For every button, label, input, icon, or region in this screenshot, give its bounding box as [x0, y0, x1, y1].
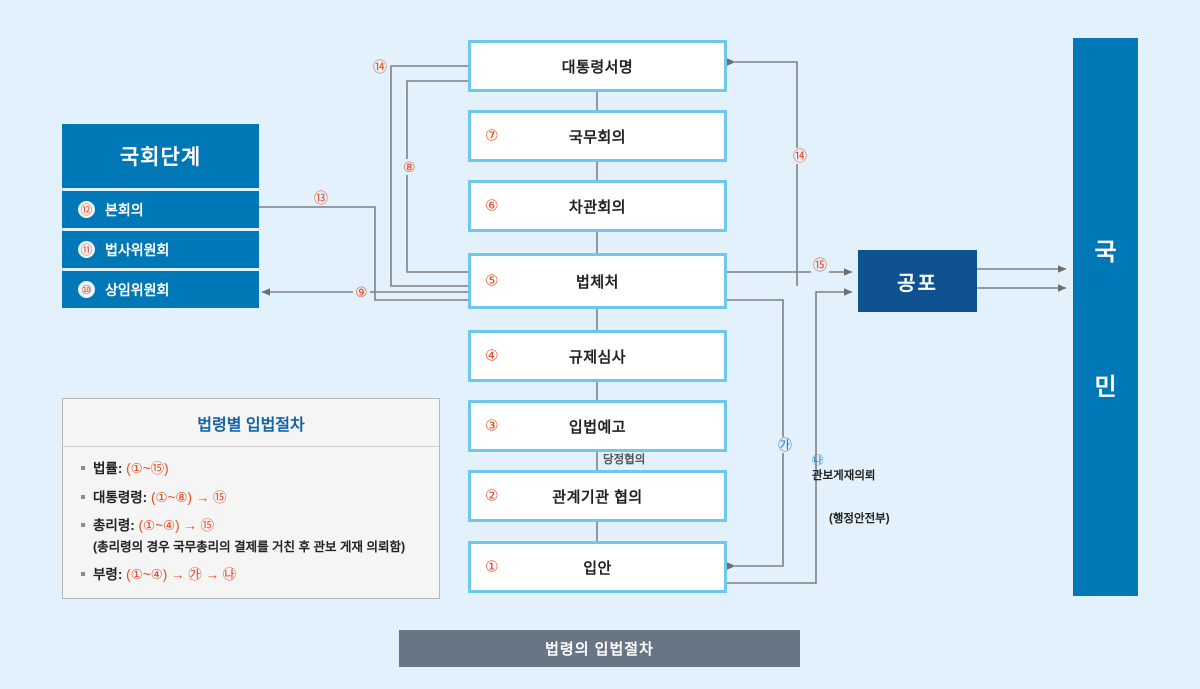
promulgation-box[interactable]: 공포: [858, 250, 977, 312]
process-box-label: 관계기관 협의: [552, 488, 643, 506]
step-number-4: ④: [485, 347, 499, 365]
people-char-2: 민: [1094, 374, 1117, 401]
legend-item-name: 대통령령:: [93, 489, 148, 505]
process-box-agency-consultation[interactable]: ② 관계기관 협의: [468, 470, 727, 522]
assembly-stage-title: 국회단계: [62, 124, 259, 188]
process-box-legislation-ministry[interactable]: ⑤ 법체처: [468, 253, 727, 309]
gazette-note-line2: (행정안전부): [829, 512, 890, 525]
process-box-presidential-signature[interactable]: 대통령서명: [468, 40, 727, 92]
step-number-2: ②: [485, 487, 499, 505]
step-number-3: ③: [485, 417, 499, 435]
process-box-regulation-review[interactable]: ④ 규제심사: [468, 330, 727, 382]
step-number-6: ⑥: [485, 197, 499, 215]
edge-label-14-left: ⑭: [371, 59, 389, 75]
legend-item-subnote: (총리령의 경우 국무총리의 결제를 거친 후 관보 게재 의뢰함): [93, 539, 406, 554]
diagram-caption: 법령의 입법절차: [399, 630, 800, 667]
assembly-row-beopsawiwonhoe[interactable]: ⑪ 법사위원회: [62, 231, 259, 268]
assembly-row-label: 상임위원회: [105, 281, 170, 298]
process-box-label: 법체처: [576, 273, 619, 291]
marker-na: ㉯: [812, 455, 824, 468]
step-number-11: ⑪: [78, 241, 95, 258]
legend-title: 법령별 입법절차: [63, 399, 439, 447]
assembly-row-bonhoeui[interactable]: ⑫ 본회의: [62, 191, 259, 228]
edge-label-ga: ㉮: [776, 437, 794, 453]
diagram-caption-label: 법령의 입법절차: [545, 641, 654, 658]
process-box-label: 규제심사: [568, 348, 627, 366]
step-number-1: ①: [485, 558, 499, 576]
process-box-drafting[interactable]: ① 입안: [468, 541, 727, 593]
process-box-label: 차관회의: [568, 198, 627, 216]
legend-item-name: 부령:: [93, 566, 123, 582]
people-bar: 국 민: [1073, 38, 1138, 596]
gazette-request-note: ㉯ 관보게재의뢰 (행정안전부): [812, 440, 890, 526]
process-box-label: 국무회의: [568, 128, 627, 146]
legend-item-body: (①~④) → ㉮ → ㉯: [126, 566, 237, 582]
assembly-row-label: 법사위원회: [105, 241, 170, 258]
edge-label-15: ⑮: [811, 257, 829, 273]
legend-item-law: 법률: (①~⑮): [81, 459, 439, 479]
legend-panel: 법령별 입법절차 법률: (①~⑮) 대통령령: (①~⑧) → ⑮ 총리령: …: [62, 398, 440, 600]
legend-item-name: 법률:: [93, 461, 123, 476]
legend-item-body: (①~⑮): [126, 461, 169, 476]
process-box-legislative-notice[interactable]: ③ 입법예고: [468, 400, 727, 452]
process-box-vice-minister-meeting[interactable]: ⑥ 차관회의: [468, 180, 727, 232]
gazette-note-line1: 관보게재의뢰: [812, 469, 876, 482]
process-box-label: 입법예고: [568, 418, 627, 436]
edge-label-14-right: ⑭: [791, 148, 809, 164]
process-box-label: 대통령서명: [561, 58, 634, 76]
edge-label-9: ⑨: [353, 284, 370, 300]
edge-label-8: ⑧: [401, 159, 418, 175]
legend-item-name: 총리령:: [93, 518, 135, 534]
edge-label-party-government-consultation: 당정협의: [601, 454, 648, 468]
process-box-label: 입안: [583, 559, 612, 577]
legend-list: 법률: (①~⑮) 대통령령: (①~⑧) → ⑮ 총리령: (①~④) → ⑮…: [63, 447, 439, 598]
step-number-5: ⑤: [485, 272, 499, 290]
assembly-row-sangimwiwonhoe[interactable]: ⑩ 상임위원회: [62, 271, 259, 308]
legend-item-body: (①~⑧) → ⑮: [150, 489, 227, 505]
legend-item-ministerial-ordinance: 부령: (①~④) → ㉮ → ㉯: [81, 565, 439, 585]
edge-label-13: ⑬: [312, 190, 330, 206]
step-number-12: ⑫: [78, 201, 95, 218]
legend-item-presidential-decree: 대통령령: (①~⑧) → ⑮: [81, 488, 439, 508]
process-box-state-council[interactable]: ⑦ 국무회의: [468, 110, 727, 162]
promulgation-label: 공포: [897, 272, 938, 295]
step-number-7: ⑦: [485, 127, 499, 145]
people-char-1: 국: [1094, 239, 1117, 266]
legend-item-prime-minister-decree: 총리령: (①~④) → ⑮ (총리령의 경우 국무총리의 결제를 거친 후 관…: [81, 516, 439, 556]
assembly-stage-panel: 국회단계 ⑫ 본회의 ⑪ 법사위원회 ⑩ 상임위원회: [62, 124, 259, 308]
step-number-10: ⑩: [78, 281, 95, 298]
assembly-row-label: 본회의: [105, 201, 144, 218]
legend-item-body: (①~④) → ⑮: [138, 518, 215, 534]
